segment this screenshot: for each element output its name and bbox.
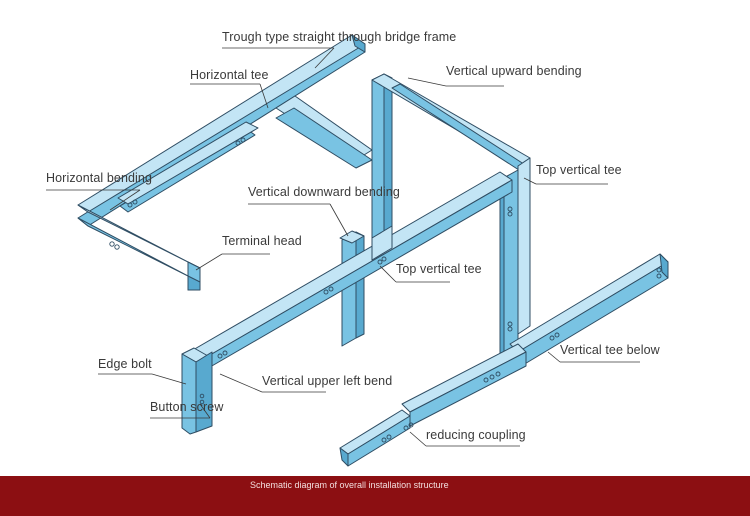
label-reducing-coupling: reducing coupling [426, 428, 526, 442]
bottom-tray [339, 253, 669, 467]
footer-caption: Schematic diagram of overall installatio… [250, 480, 449, 490]
label-terminal-head: Terminal head [222, 234, 302, 248]
trough-frame-tray [77, 34, 373, 291]
label-vertical-upward-bending: Vertical upward bending [446, 64, 582, 78]
label-horizontal-bending: Horizontal bending [46, 171, 153, 185]
label-top-vertical-tee-lower: Top vertical tee [396, 262, 482, 276]
vertical-upward-bending-tray [371, 73, 531, 355]
label-vertical-tee-below: Vertical tee below [560, 343, 660, 357]
label-trough-frame: Trough type straight through bridge fram… [222, 30, 457, 44]
label-horizontal-tee: Horizontal tee [190, 68, 269, 82]
vertical-upper-left-bend-tray [181, 347, 213, 435]
footer-bar: Schematic diagram of overall installatio… [0, 476, 750, 516]
label-top-vertical-tee-upper: Top vertical tee [536, 163, 622, 177]
label-button-screw: Button screw [150, 400, 224, 414]
label-vertical-upper-left-bend: Vertical upper left bend [262, 374, 393, 388]
label-edge-bolt: Edge bolt [98, 357, 152, 371]
label-vertical-downward-bending: Vertical downward bending [248, 185, 400, 199]
leader-lines [46, 47, 640, 447]
